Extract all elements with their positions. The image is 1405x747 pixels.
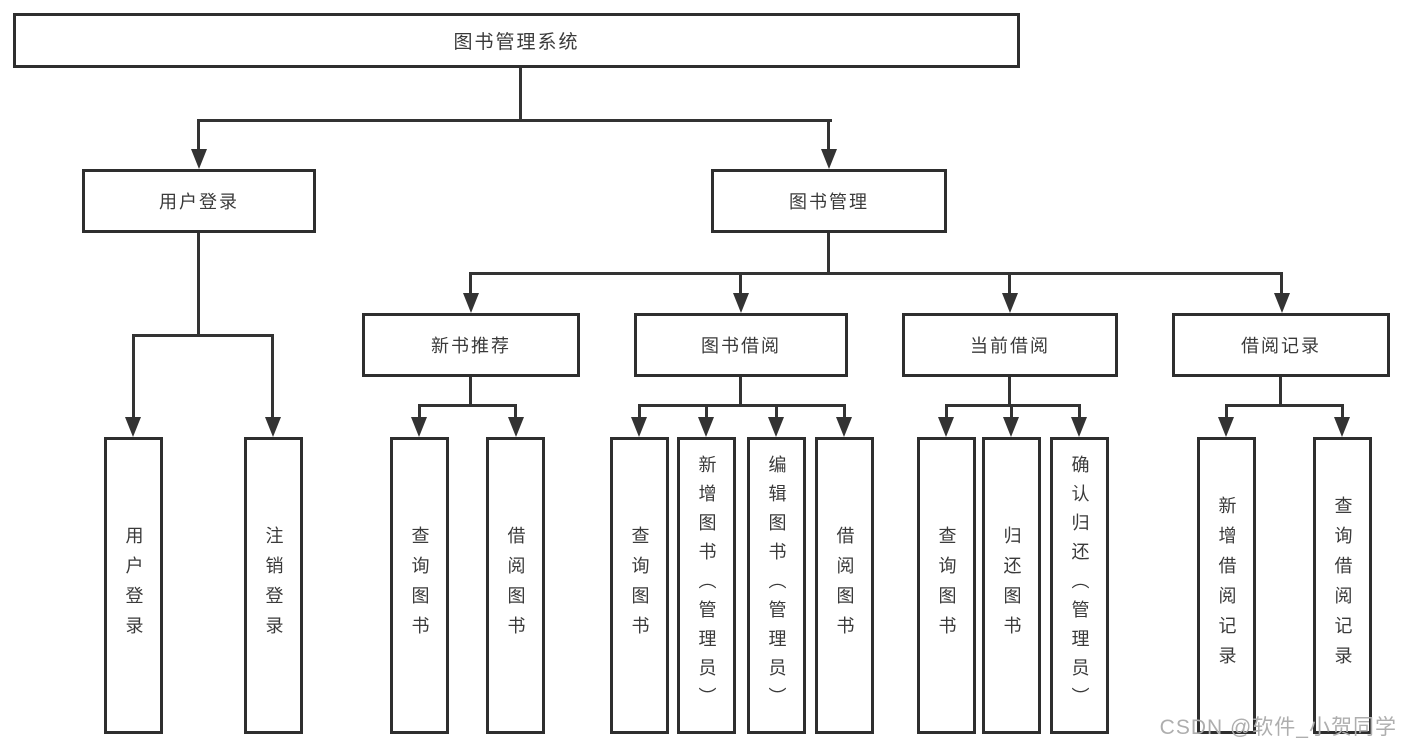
leaf-user-login-label: 用户登录 bbox=[123, 525, 144, 646]
connector-line bbox=[827, 119, 830, 153]
node-user-login: 用户登录 bbox=[82, 169, 316, 233]
node-root-label: 图书管理系统 bbox=[453, 32, 580, 53]
node-root: 图书管理系统 bbox=[13, 13, 1020, 68]
connector-arrowhead bbox=[265, 417, 281, 437]
connector-arrowhead bbox=[698, 417, 714, 437]
connector-arrowhead bbox=[1002, 293, 1018, 313]
leaf-logout-label: 注销登录 bbox=[263, 525, 284, 646]
connector-arrowhead bbox=[1218, 417, 1234, 437]
connector-line bbox=[739, 377, 742, 407]
leaf-record-query: 查询借阅记录 bbox=[1313, 437, 1372, 734]
connector-arrowhead bbox=[508, 417, 524, 437]
node-book-borrow-label: 图书借阅 bbox=[701, 336, 781, 356]
connector-line bbox=[945, 404, 1081, 407]
connector-line bbox=[843, 404, 846, 420]
leaf-current-confirm-admin-label: 确认归还（管理员） bbox=[1069, 455, 1090, 716]
leaf-record-add: 新增借阅记录 bbox=[1197, 437, 1256, 734]
leaf-borrow-edit-admin: 编辑图书（管理员） bbox=[747, 437, 806, 734]
connector-arrowhead bbox=[733, 293, 749, 313]
connector-arrowhead bbox=[411, 417, 427, 437]
connector-line bbox=[1010, 404, 1013, 420]
connector-arrowhead bbox=[768, 417, 784, 437]
leaf-record-add-label: 新增借阅记录 bbox=[1216, 495, 1237, 676]
connector-line bbox=[1008, 272, 1011, 296]
node-book-borrow: 图书借阅 bbox=[634, 313, 848, 377]
connector-line bbox=[418, 404, 517, 407]
connector-line bbox=[1008, 377, 1011, 407]
connector-line bbox=[1279, 377, 1282, 407]
connector-line bbox=[1280, 272, 1283, 296]
connector-line bbox=[197, 119, 200, 153]
connector-line bbox=[519, 68, 522, 122]
connector-arrowhead bbox=[1334, 417, 1350, 437]
connector-arrowhead bbox=[1003, 417, 1019, 437]
node-current-borrow: 当前借阅 bbox=[902, 313, 1118, 377]
connector-line bbox=[1078, 404, 1081, 420]
node-current-borrow-label: 当前借阅 bbox=[970, 336, 1050, 356]
node-new-book-rec: 新书推荐 bbox=[362, 313, 580, 377]
connector-line bbox=[514, 404, 517, 420]
connector-line bbox=[469, 377, 472, 407]
connector-line bbox=[469, 272, 1283, 275]
connector-line bbox=[132, 334, 135, 420]
connector-line bbox=[271, 334, 274, 420]
connector-arrowhead bbox=[463, 293, 479, 313]
leaf-current-query: 查询图书 bbox=[917, 437, 976, 734]
leaf-newbook-query: 查询图书 bbox=[390, 437, 449, 734]
connector-line bbox=[198, 119, 832, 122]
leaf-borrow-add-admin: 新增图书（管理员） bbox=[677, 437, 736, 734]
connector-line bbox=[638, 404, 641, 420]
connector-line bbox=[1225, 404, 1344, 407]
connector-arrowhead bbox=[631, 417, 647, 437]
node-book-mgmt: 图书管理 bbox=[711, 169, 947, 233]
connector-line bbox=[705, 404, 708, 420]
connector-line bbox=[1225, 404, 1228, 420]
connector-arrowhead bbox=[125, 417, 141, 437]
connector-arrowhead bbox=[938, 417, 954, 437]
node-borrow-record-label: 借阅记录 bbox=[1241, 336, 1321, 356]
leaf-borrow-edit-admin-label: 编辑图书（管理员） bbox=[766, 455, 787, 716]
leaf-newbook-borrow-label: 借阅图书 bbox=[505, 525, 526, 646]
connector-line bbox=[945, 404, 948, 420]
connector-line bbox=[469, 272, 472, 296]
leaf-logout: 注销登录 bbox=[244, 437, 303, 734]
connector-line bbox=[775, 404, 778, 420]
leaf-newbook-query-label: 查询图书 bbox=[409, 525, 430, 646]
leaf-current-confirm-admin: 确认归还（管理员） bbox=[1050, 437, 1109, 734]
leaf-borrow-borrow: 借阅图书 bbox=[815, 437, 874, 734]
connector-line bbox=[638, 404, 846, 407]
connector-line bbox=[1341, 404, 1344, 420]
connector-line bbox=[197, 233, 200, 337]
leaf-current-query-label: 查询图书 bbox=[936, 525, 957, 646]
leaf-current-return-label: 归还图书 bbox=[1001, 525, 1022, 646]
leaf-record-query-label: 查询借阅记录 bbox=[1332, 495, 1353, 676]
node-new-book-rec-label: 新书推荐 bbox=[431, 336, 511, 356]
connector-arrowhead bbox=[1071, 417, 1087, 437]
connector-arrowhead bbox=[191, 149, 207, 169]
connector-line bbox=[827, 233, 830, 275]
leaf-borrow-add-admin-label: 新增图书（管理员） bbox=[696, 455, 717, 716]
watermark: CSDN @软件_小贺同学 bbox=[1159, 716, 1397, 739]
connector-arrowhead bbox=[836, 417, 852, 437]
leaf-user-login: 用户登录 bbox=[104, 437, 163, 734]
leaf-borrow-query: 查询图书 bbox=[610, 437, 669, 734]
connector-line bbox=[132, 334, 274, 337]
node-user-login-label: 用户登录 bbox=[159, 192, 239, 212]
leaf-newbook-borrow: 借阅图书 bbox=[486, 437, 545, 734]
node-book-mgmt-label: 图书管理 bbox=[789, 192, 869, 212]
leaf-borrow-query-label: 查询图书 bbox=[629, 525, 650, 646]
leaf-current-return: 归还图书 bbox=[982, 437, 1041, 734]
connector-line bbox=[739, 272, 742, 296]
leaf-borrow-borrow-label: 借阅图书 bbox=[834, 525, 855, 646]
connector-arrowhead bbox=[821, 149, 837, 169]
node-borrow-record: 借阅记录 bbox=[1172, 313, 1390, 377]
connector-arrowhead bbox=[1274, 293, 1290, 313]
connector-line bbox=[418, 404, 421, 420]
